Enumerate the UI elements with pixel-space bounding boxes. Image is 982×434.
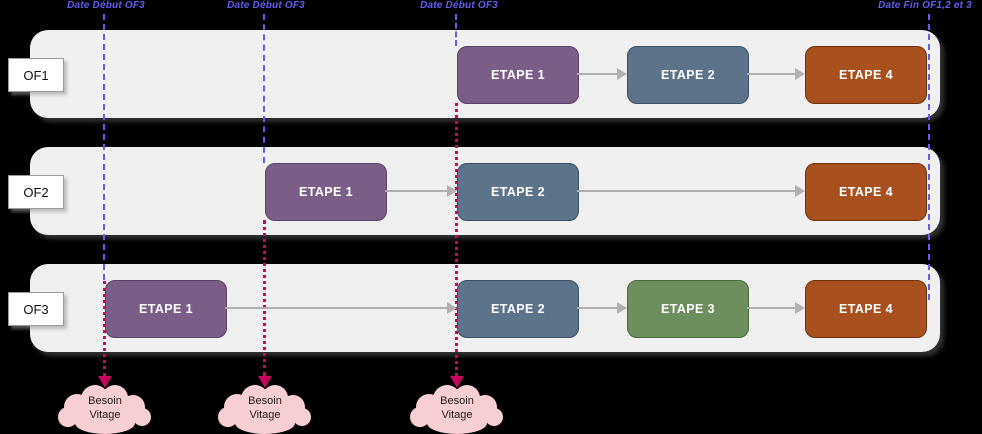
stage-label: ETAPE 4 [839, 68, 893, 82]
stage-of1-etape1: ETAPE 1 [457, 46, 579, 104]
stage-label: ETAPE 4 [839, 302, 893, 316]
row-label-of3: OF3 [8, 292, 64, 326]
stage-of3-etape2: ETAPE 2 [457, 280, 579, 338]
stage-label: ETAPE 1 [491, 68, 545, 82]
besoin-cloud-label: Besoin Vitage [440, 395, 474, 422]
besoin-line-1 [103, 281, 106, 376]
flow-arrow [577, 68, 627, 80]
stage-label: ETAPE 4 [839, 185, 893, 199]
stage-label: ETAPE 2 [491, 302, 545, 316]
cloud-icon [410, 385, 503, 434]
down-arrowhead-icon [258, 376, 272, 388]
row-label-of2: OF2 [8, 175, 64, 209]
row-label-text: OF3 [23, 301, 49, 317]
stage-label: ETAPE 3 [661, 302, 715, 316]
stage-of3-etape1: ETAPE 1 [105, 280, 227, 338]
date-debut-label-3: Date Début OF3 [420, 0, 498, 11]
stage-of2-etape2: ETAPE 2 [457, 163, 579, 221]
cloud-icon [58, 385, 151, 434]
stage-of1-etape4: ETAPE 4 [805, 46, 927, 104]
stage-label: ETAPE 2 [661, 68, 715, 82]
besoin-cloud-label: Besoin Vitage [248, 395, 282, 422]
besoin-line-3 [455, 103, 458, 376]
flow-arrow [747, 302, 805, 314]
flow-arrow [385, 185, 457, 197]
date-fin-label: Date Fin OF1,2 et 3 [878, 0, 972, 11]
marker-line-fin [928, 14, 930, 300]
marker-line-debut-of3 [103, 14, 105, 280]
stage-label: ETAPE 1 [299, 185, 353, 199]
cloud-icon [218, 385, 311, 434]
besoin-cloud-label: Besoin Vitage [88, 395, 122, 422]
besoin-cloud-1: Besoin Vitage [57, 385, 153, 434]
marker-line-debut-of2 [263, 14, 265, 163]
marker-line-debut-of1 [455, 14, 457, 46]
stage-of1-etape2: ETAPE 2 [627, 46, 749, 104]
row-label-of1: OF1 [8, 58, 64, 92]
besoin-cloud-2: Besoin Vitage [217, 385, 313, 434]
date-debut-label-2: Date Début OF3 [227, 0, 305, 11]
stage-of3-etape4: ETAPE 4 [805, 280, 927, 338]
stage-label: ETAPE 1 [139, 302, 193, 316]
stage-of2-etape4: ETAPE 4 [805, 163, 927, 221]
row-label-text: OF1 [23, 67, 49, 83]
row-label-text: OF2 [23, 184, 49, 200]
flow-arrow [577, 302, 627, 314]
flow-arrow [577, 185, 805, 197]
stage-label: ETAPE 2 [491, 185, 545, 199]
date-debut-label-1: Date Début OF3 [67, 0, 145, 11]
besoin-cloud-3: Besoin Vitage [409, 385, 505, 434]
stage-of2-etape1: ETAPE 1 [265, 163, 387, 221]
flow-arrow [225, 302, 457, 314]
down-arrowhead-icon [98, 376, 112, 388]
down-arrowhead-icon [450, 376, 464, 388]
flow-arrow [747, 68, 805, 80]
besoin-line-2 [263, 220, 266, 376]
stage-of3-etape3: ETAPE 3 [627, 280, 749, 338]
